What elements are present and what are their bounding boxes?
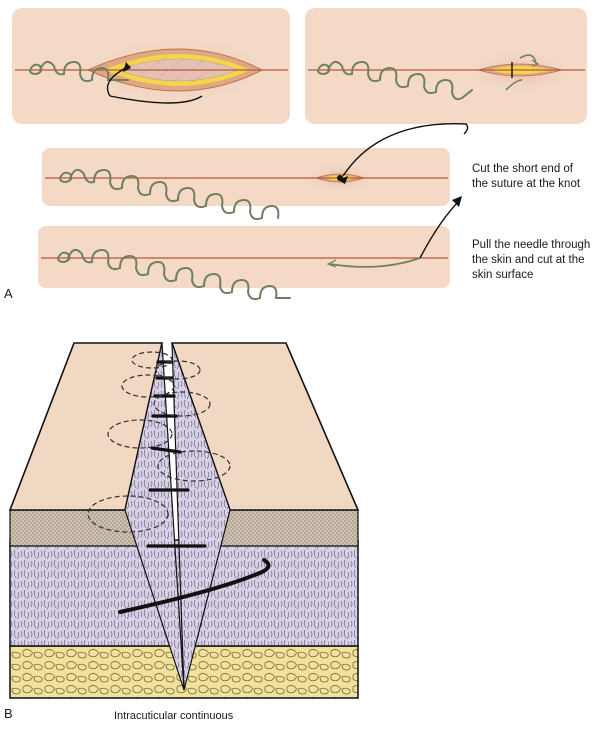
panel-a-step2	[305, 8, 587, 124]
panel-b-caption: Intracuticular continuous	[114, 710, 234, 722]
caption-line: the suture at the knot	[472, 178, 581, 190]
panel-b-label: B	[4, 706, 13, 721]
caption-pull-needle: Pull the needle through the skin and cut…	[472, 238, 590, 283]
caption-line: skin surface	[472, 269, 534, 281]
panel-a-step4	[38, 196, 462, 301]
panel-a-label: A	[4, 286, 13, 301]
suture-loops	[87, 351, 231, 533]
panel-a-step3	[42, 123, 469, 221]
panel-a-step1	[12, 8, 290, 124]
caption-line: Cut the short end of	[472, 163, 574, 175]
panel-b-skin-block	[8, 342, 360, 699]
caption-line: the skin and cut at the	[472, 254, 585, 266]
caption-line: Pull the needle through	[472, 239, 591, 251]
needle	[118, 558, 271, 614]
caption-cut-short-end: Cut the short end of the suture at the k…	[472, 162, 580, 192]
